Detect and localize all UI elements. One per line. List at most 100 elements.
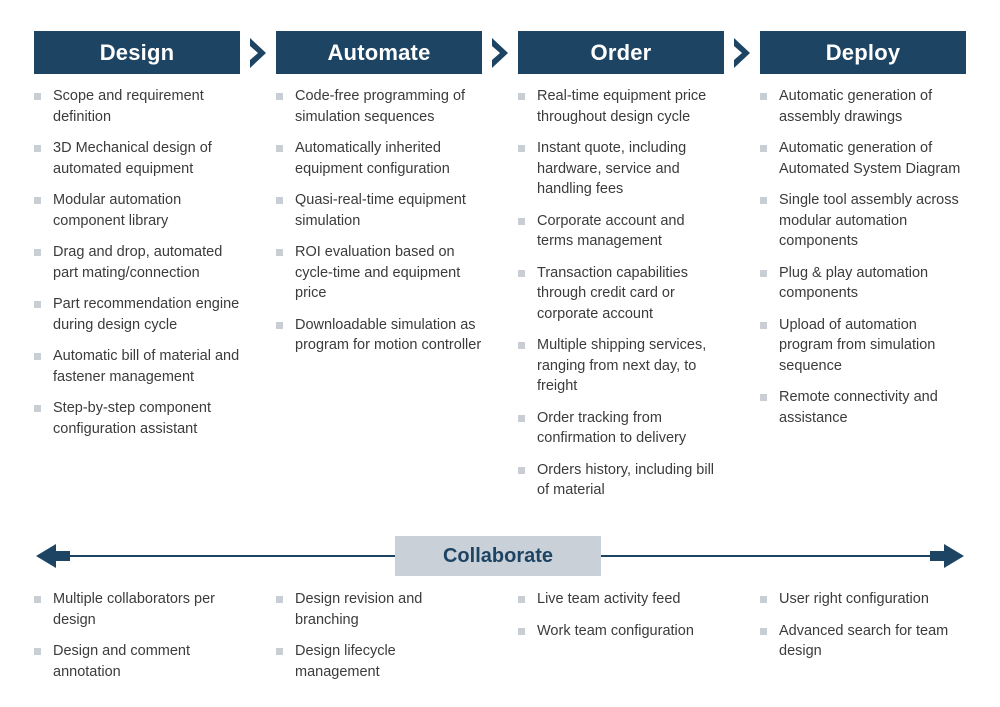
bullet-square-icon <box>518 342 525 349</box>
bullet-square-icon <box>760 627 767 635</box>
bullet-square-icon <box>34 648 41 655</box>
bullet-square-icon <box>34 596 41 603</box>
list-item: Orders history, including bill of materi… <box>518 460 724 501</box>
list-item-label: Part recommendation engine during design… <box>53 296 240 333</box>
list-item-label: Code-free programming of simulation sequ… <box>295 88 466 125</box>
collaborate-column-deploy: User right configuration Advanced search… <box>760 589 966 682</box>
list-item: Drag and drop, automated part mating/con… <box>34 242 240 283</box>
list-item: Automatic bill of material and fastener … <box>34 346 240 387</box>
list-item-label: Real-time equipment price throughout des… <box>537 88 707 125</box>
list-item: ROI evaluation based on cycle-time and e… <box>276 242 482 304</box>
list-item: Quasi-real-time equipment simulation <box>276 190 482 231</box>
list-item: Part recommendation engine during design… <box>34 294 240 335</box>
bullet-square-icon <box>276 321 283 329</box>
collaborate-column-automate: Design revision and branching Design lif… <box>276 589 482 682</box>
list-item-label: 3D Mechanical design of automated equipm… <box>53 140 212 177</box>
list-item-label: Scope and requirement definition <box>53 88 204 125</box>
list-item-label: Corporate account and terms management <box>537 212 685 250</box>
bullet-square-icon <box>518 596 525 603</box>
phase-banner-design[interactable]: Design <box>34 31 240 74</box>
list-item: Modular automation component library <box>34 190 240 231</box>
bullet-square-icon <box>760 269 767 277</box>
collaborate-list-deploy: User right configuration Advanced search… <box>760 589 966 662</box>
feature-list-deploy: Automatic generation of assembly drawing… <box>760 86 966 428</box>
phase-column-deploy: Automatic generation of assembly drawing… <box>760 86 966 501</box>
arrow-shaft-right <box>596 555 946 557</box>
list-item: Real-time equipment price throughout des… <box>518 86 724 127</box>
list-item: Design lifecycle management <box>276 641 482 682</box>
list-item: Order tracking from confirmation to deli… <box>518 408 724 449</box>
list-item-label: Automatically inherited equipment config… <box>295 140 450 177</box>
list-item: Upload of automation program from simula… <box>760 315 966 377</box>
collaborate-list-order: Live team activity feed Work team config… <box>518 589 724 641</box>
list-item: Multiple collaborators per design <box>34 589 240 630</box>
feature-list-order: Real-time equipment price throughout des… <box>518 86 724 501</box>
list-item-label: Transaction capabilities through credit … <box>537 264 688 322</box>
phase-title: Design <box>99 39 175 65</box>
bullet-square-icon <box>760 93 767 100</box>
list-item-label: Multiple collaborators per design <box>53 591 215 628</box>
bullet-square-icon <box>518 93 525 100</box>
phase-banner-order[interactable]: Order <box>518 31 724 74</box>
list-item-label: Automatic generation of assembly drawing… <box>779 88 933 125</box>
phase-column-design: Scope and requirement definition 3D Mech… <box>34 86 240 501</box>
collaborate-label-box[interactable]: Collaborate <box>395 536 601 576</box>
collaborate-columns: Multiple collaborators per design Design… <box>34 589 966 682</box>
phase-banner-deploy[interactable]: Deploy <box>760 31 966 74</box>
list-item: User right configuration <box>760 589 966 610</box>
list-item-label: ROI evaluation based on cycle-time and e… <box>295 244 461 301</box>
list-item: Instant quote, including hardware, servi… <box>518 138 724 200</box>
phase-title: Automate <box>327 39 431 65</box>
list-item: Code-free programming of simulation sequ… <box>276 86 482 127</box>
list-item: Scope and requirement definition <box>34 86 240 127</box>
bullet-square-icon <box>34 145 41 152</box>
list-item-label: Design lifecycle management <box>295 643 396 680</box>
chevron-separator-3 <box>724 31 760 74</box>
list-item-label: Live team activity feed <box>537 591 681 607</box>
chevron-right-icon <box>734 37 750 68</box>
bullet-square-icon <box>760 394 767 401</box>
bullet-square-icon <box>518 145 525 152</box>
bullet-square-icon <box>34 301 41 308</box>
list-item-label: Step-by-step component configuration ass… <box>53 400 211 437</box>
list-item-label: Order tracking from confirmation to deli… <box>537 409 687 447</box>
collaborate-band: Collaborate <box>30 536 970 576</box>
list-item: Downloadable simulation as program for m… <box>276 315 482 356</box>
list-item: Automatic generation of Automated System… <box>760 138 966 179</box>
list-item: Advanced search for team design <box>760 621 966 662</box>
bullet-square-icon <box>276 145 283 152</box>
bullet-square-icon <box>276 93 283 100</box>
collaborate-list-automate: Design revision and branching Design lif… <box>276 589 482 682</box>
arrow-shaft-left <box>56 555 401 557</box>
phase-columns: Scope and requirement definition 3D Mech… <box>34 86 966 501</box>
list-item-label: Orders history, including bill of materi… <box>537 461 715 499</box>
list-item: Work team configuration <box>518 621 724 642</box>
bullet-square-icon <box>34 353 41 360</box>
arrow-right-icon <box>930 544 964 568</box>
collaborate-double-arrow <box>36 544 964 568</box>
bullet-square-icon <box>760 197 767 204</box>
list-item-label: Advanced search for team design <box>779 622 949 660</box>
bullet-square-icon <box>276 648 283 655</box>
list-item: Live team activity feed <box>518 589 724 610</box>
list-item-label: Remote connectivity and assistance <box>779 389 938 426</box>
phase-title: Deploy <box>825 39 901 65</box>
list-item-label: Work team configuration <box>537 622 694 639</box>
list-item-label: Drag and drop, automated part mating/con… <box>53 244 223 281</box>
collaborate-column-design: Multiple collaborators per design Design… <box>34 589 240 682</box>
bullet-square-icon <box>760 321 767 329</box>
chevron-separator-2 <box>482 31 518 74</box>
list-item-label: Multiple shipping services, ranging from… <box>537 337 707 394</box>
list-item-label: Automatic generation of Automated System… <box>779 140 961 177</box>
list-item-label: Quasi-real-time equipment simulation <box>295 192 466 229</box>
bullet-square-icon <box>518 627 525 635</box>
list-item: Step-by-step component configuration ass… <box>34 398 240 439</box>
list-item: Design and comment annotation <box>34 641 240 682</box>
phase-header-row: Design Automate Order Deploy <box>34 31 966 74</box>
phase-title: Order <box>590 39 652 65</box>
list-item-label: User right configuration <box>779 591 929 607</box>
bullet-square-icon <box>276 197 283 204</box>
bullet-square-icon <box>34 197 41 204</box>
phase-banner-automate[interactable]: Automate <box>276 31 482 74</box>
